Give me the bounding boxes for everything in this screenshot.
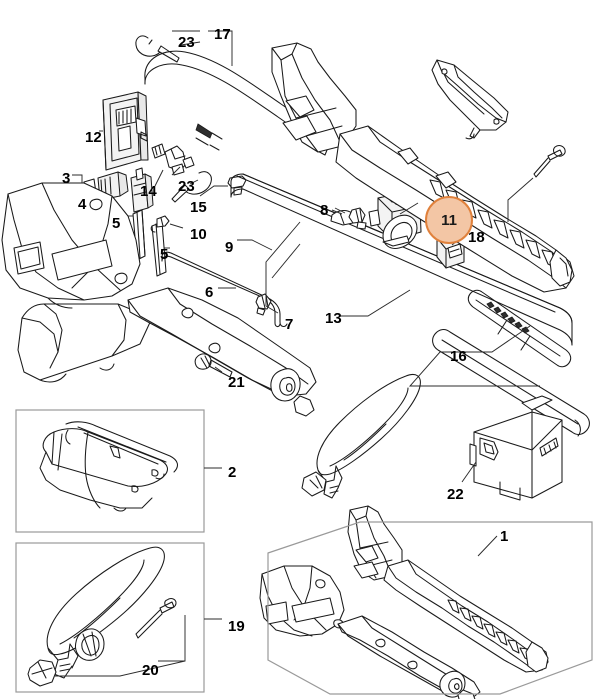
part-main-arm-top <box>271 42 575 293</box>
callout-label-7[interactable]: 7 <box>285 316 294 333</box>
callout-label-14[interactable]: 14 <box>140 183 157 200</box>
callout-label-19[interactable]: 19 <box>228 618 245 635</box>
callout-label-21[interactable]: 21 <box>228 374 245 391</box>
part-shaft-liner-16 <box>432 289 590 437</box>
group-box-1 <box>267 521 593 695</box>
callout-label-5[interactable]: 5 <box>160 246 169 263</box>
part-control-module-12 <box>102 91 149 171</box>
callout-label-16[interactable]: 16 <box>450 348 467 365</box>
part-screw-7 <box>255 293 272 316</box>
callout-label-18[interactable]: 18 <box>468 229 485 246</box>
part-long-bolt <box>533 145 566 178</box>
part-block-22 <box>469 395 563 501</box>
callout-label-6[interactable]: 6 <box>205 284 214 301</box>
part-cover-strip <box>431 59 509 140</box>
callout-label-13[interactable]: 13 <box>325 310 342 327</box>
part-cable-tie-top <box>135 35 180 63</box>
part-grip-tube-left <box>17 303 153 383</box>
callout-badge-11[interactable]: 11 <box>425 196 473 244</box>
part-trigger-lock-14 <box>130 167 154 213</box>
callout-label-17[interactable]: 17 <box>214 26 231 43</box>
part-cable-tie-lower-23 <box>171 171 212 203</box>
group-2-content <box>39 421 179 512</box>
callout-label-22[interactable]: 22 <box>447 486 464 503</box>
part-deflector-mid <box>301 373 421 499</box>
part-switch-14 <box>151 143 195 176</box>
callout-label-5[interactable]: 5 <box>112 215 121 232</box>
callout-label-15[interactable]: 15 <box>190 199 207 216</box>
callout-label-4[interactable]: 4 <box>78 196 87 213</box>
part-knob-15 <box>227 175 247 196</box>
callout-label-9[interactable]: 9 <box>225 239 234 256</box>
callout-label-1[interactable]: 1 <box>500 528 509 545</box>
group-1-content <box>259 505 549 699</box>
group-box-19 <box>15 542 205 693</box>
callout-label-10[interactable]: 10 <box>190 226 207 243</box>
part-screw-21 <box>194 353 233 378</box>
callout-label-12[interactable]: 12 <box>85 129 102 146</box>
part-lever-8 <box>330 207 367 230</box>
callout-label-23[interactable]: 23 <box>178 178 195 195</box>
group-19-content <box>27 546 177 687</box>
group-box-2 <box>15 409 205 533</box>
callout-label-23[interactable]: 23 <box>178 34 195 51</box>
part-connector-10 <box>156 215 170 228</box>
part-motor-housing <box>1 182 141 309</box>
part-switch-housing-11 <box>368 191 422 249</box>
callout-label-20[interactable]: 20 <box>142 662 159 679</box>
callout-label-2[interactable]: 2 <box>228 464 237 481</box>
callout-label-3[interactable]: 3 <box>62 170 71 187</box>
part-center-bracket <box>127 287 317 417</box>
callout-label-8[interactable]: 8 <box>320 202 329 219</box>
